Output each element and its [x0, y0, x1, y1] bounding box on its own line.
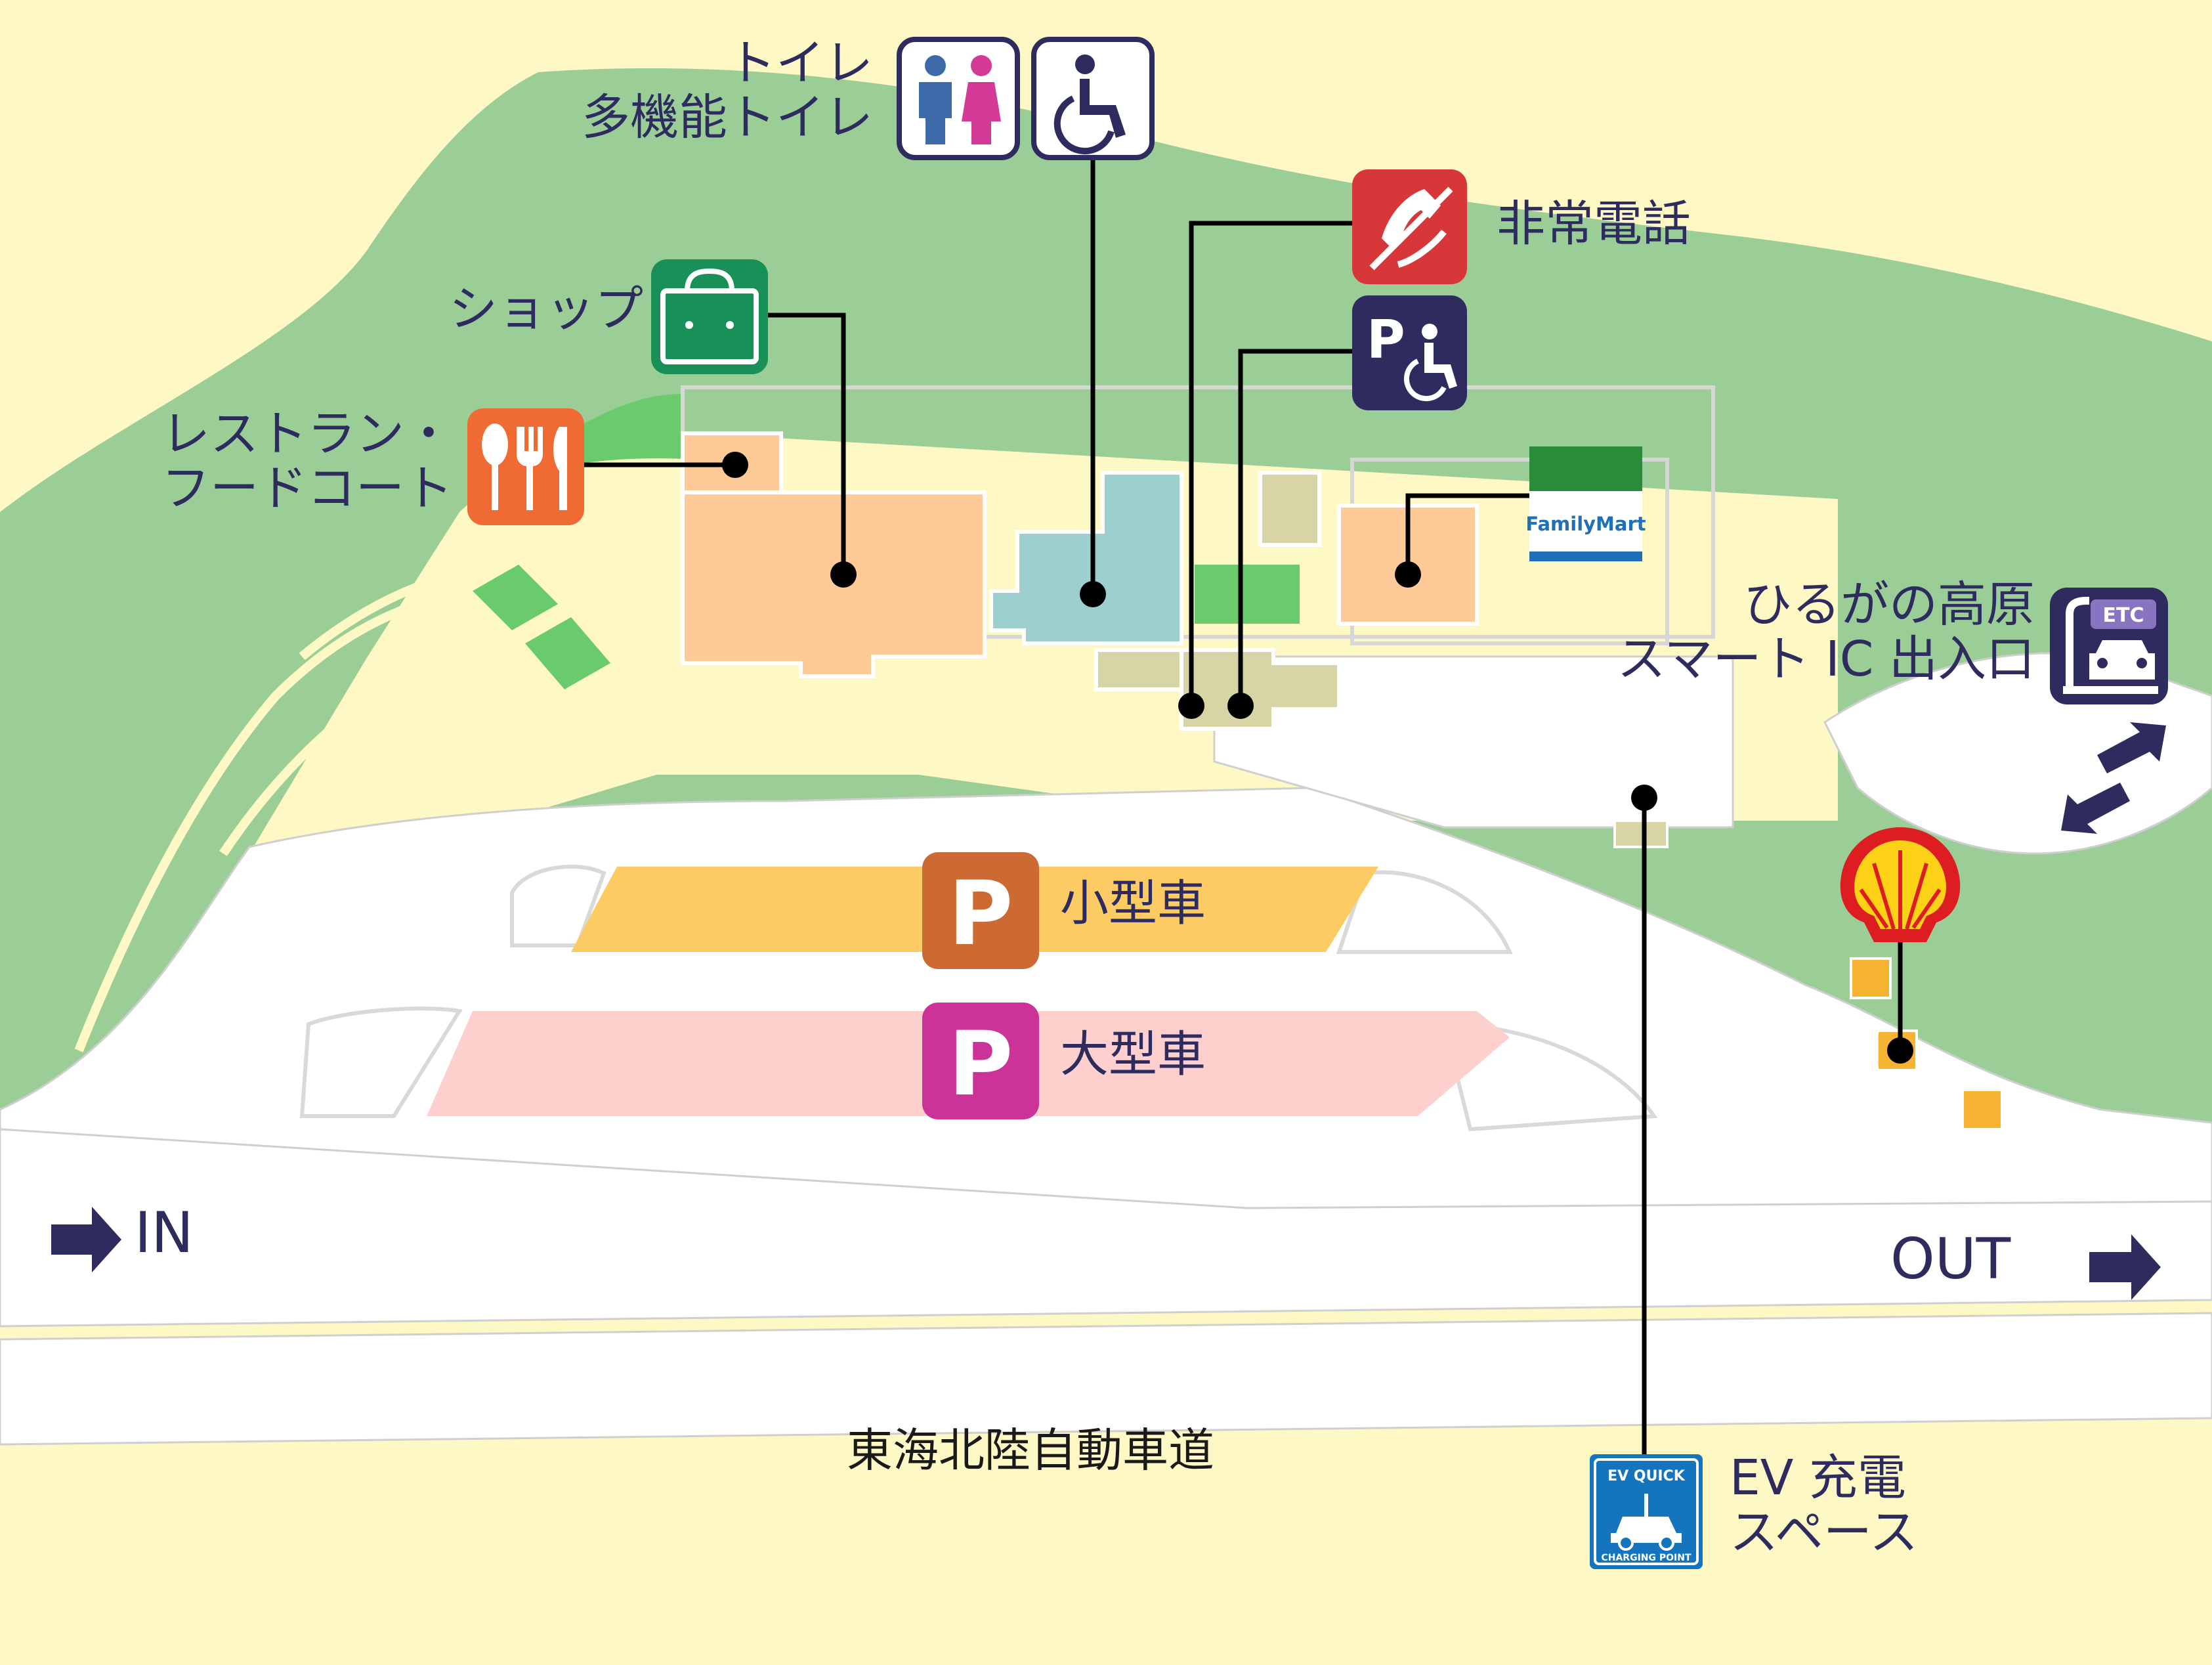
highway-text: 東海北陸自動車道: [847, 1423, 1214, 1477]
annex-b: [1180, 648, 1341, 731]
smart-ic-label: ひるがの高原 スマート IC 出入口: [1497, 578, 2035, 687]
courtyard-lawn: [1195, 565, 1300, 624]
emergency-phone-text: 非常電話: [1497, 196, 1691, 252]
familymart-logo: FamilyMart: [1525, 446, 1646, 561]
shop-label: ショップ: [368, 282, 643, 337]
restaurant-label: レストラン・ フードコート: [59, 407, 453, 516]
accessible-parking-icon: P: [1352, 295, 1467, 410]
ev-charging-icon: EV QUICK CHARGING POINT: [1590, 1454, 1703, 1569]
out-text: OUT: [1890, 1226, 2011, 1292]
ev-charger-pad: [1613, 819, 1669, 848]
smart-ic-label-line2: スマート IC 出入口: [1617, 630, 2035, 687]
storage-building: [1258, 471, 1321, 547]
toilet-label-line1: トイレ: [727, 35, 873, 91]
shop-text: ショップ: [449, 281, 643, 337]
in-arrow-icon: [51, 1207, 121, 1272]
ev-badge-bottom: CHARGING POINT: [1601, 1553, 1691, 1563]
small-p-letter: P: [948, 862, 1013, 965]
phone-icon: [1352, 169, 1467, 284]
leader-dots: [722, 452, 1913, 1064]
etc-gate-icon: ETC: [2050, 588, 2168, 704]
main-building: [681, 490, 987, 678]
wheelchair-icon: [1031, 37, 1155, 160]
out-arrow-icon: [2089, 1234, 2161, 1300]
emergency-phone-label: 非常電話: [1497, 197, 1691, 251]
highway-name: 東海北陸自動車道: [847, 1423, 1214, 1477]
pump-3: [1961, 1089, 2003, 1131]
ev-label-line1: EV 充電: [1730, 1450, 1906, 1506]
out-label: OUT: [1890, 1228, 2010, 1291]
fork-knife-spoon-icon: [467, 408, 584, 525]
toilet-label: トイレ 多機能トイレ: [499, 36, 873, 145]
ic-direction-arrows: [2061, 722, 2166, 834]
ev-label-line2: スペース: [1730, 1503, 1919, 1561]
svg-text:P: P: [1367, 309, 1405, 370]
familymart-text: FamilyMart: [1525, 513, 1646, 535]
ev-badge-top: EV QUICK: [1607, 1468, 1686, 1484]
in-label: IN: [135, 1201, 194, 1265]
leader-lines: [578, 158, 1903, 1454]
large-p-letter: P: [948, 1012, 1013, 1115]
restaurant-label-line1: レストラン・: [161, 406, 453, 462]
annex-a: [1094, 648, 1183, 691]
lawn-patches: [473, 565, 610, 689]
small-car-label: 小型車: [1060, 876, 1206, 931]
shell-logo-icon: [1840, 827, 1961, 942]
large-car-text: 大型車: [1060, 1026, 1206, 1083]
etc-text: ETC: [2103, 604, 2144, 627]
smart-ic-label-line1: ひるがの高原: [1743, 576, 2035, 633]
restaurant-label-line2: フードコート: [161, 460, 453, 517]
large-car-label: 大型車: [1060, 1027, 1206, 1082]
small-car-parking-icon: P: [922, 852, 1039, 969]
shopping-bag-icon: [651, 259, 768, 374]
in-text: IN: [135, 1200, 194, 1266]
toilet-building: [989, 471, 1183, 645]
large-car-parking-icon: P: [922, 1003, 1039, 1119]
toilet-label-line2: 多機能トイレ: [582, 89, 873, 146]
ev-charging-label: EV 充電 スペース: [1730, 1451, 1918, 1560]
pump-1: [1850, 957, 1892, 999]
small-car-text: 小型車: [1060, 875, 1206, 932]
restroom-icon: [897, 37, 1020, 160]
